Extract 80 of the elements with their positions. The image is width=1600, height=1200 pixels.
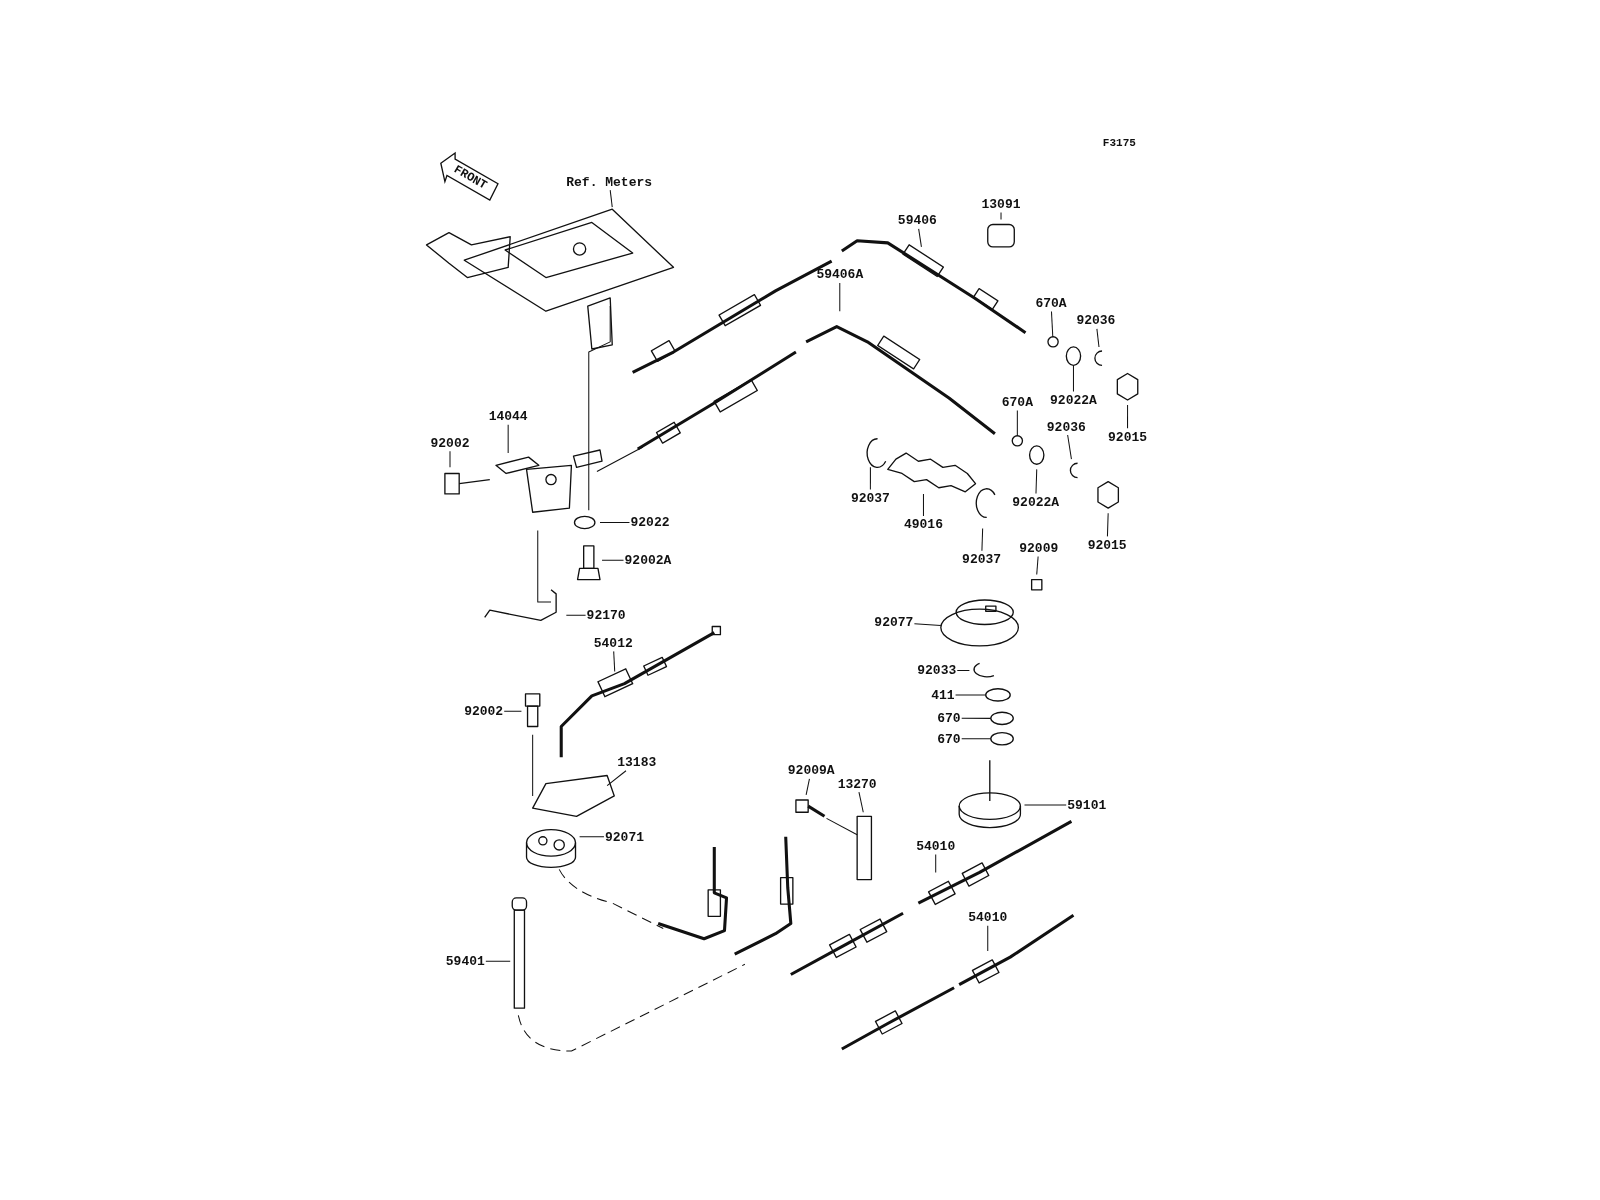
callout-number: 92077 (874, 614, 914, 630)
washer (1065, 346, 1082, 366)
callout-number: 670A (1001, 394, 1033, 410)
leader-line (1072, 364, 1074, 392)
o-ring (990, 732, 1014, 746)
o-ring (990, 711, 1014, 726)
leader-line (1036, 555, 1039, 575)
washer (985, 688, 1011, 702)
callout-number: 14044 (488, 408, 528, 424)
leader-line (1035, 468, 1038, 494)
leader-line (485, 960, 511, 962)
leader-line (507, 424, 509, 454)
leader-line (961, 717, 992, 719)
callout-number: 92033 (917, 662, 957, 678)
leader-line (1106, 512, 1109, 537)
leader-line (609, 189, 613, 208)
callout-number: 92002 (464, 703, 504, 719)
callout-number: 54010 (968, 909, 1008, 925)
leader-line (961, 738, 992, 740)
callout-number: 670 (937, 710, 961, 726)
callout-number: 49016 (903, 517, 943, 532)
leader-line (1050, 311, 1054, 338)
leader-line (606, 770, 627, 787)
callout-number: 92009A (787, 762, 835, 778)
callout-number: 13183 (617, 754, 657, 770)
figure-code: F3175 (1102, 135, 1136, 151)
callout-number: 92022 (630, 514, 670, 530)
leader-line (1096, 328, 1100, 348)
callout-number: 92036 (1046, 419, 1086, 434)
callout-number: 92071 (605, 829, 644, 845)
callout-number: 13091 (981, 196, 1021, 212)
callout-number: 92009 (1019, 540, 1059, 556)
leader-line (981, 528, 984, 552)
leader-line (449, 450, 451, 468)
leader-line (601, 559, 625, 561)
callout-number: 59101 (1067, 797, 1107, 813)
leader-line (839, 282, 841, 312)
leader-line (503, 710, 522, 712)
callout-number: 92170 (586, 607, 626, 623)
callout-number: 92002A (624, 552, 672, 568)
leader-line (858, 791, 864, 813)
callout-number: 670 (937, 731, 961, 747)
leader-line (1127, 404, 1129, 429)
callout-number: 59401 (445, 953, 485, 969)
callout-number: 92015 (1087, 537, 1127, 553)
callout-number: 92037 (962, 551, 1002, 567)
leader-line (1024, 804, 1067, 806)
leader-line (956, 669, 970, 671)
o-ring (1011, 435, 1024, 447)
leader-line (1067, 434, 1072, 460)
callout-number: 13270 (837, 776, 877, 792)
callout-number: 59406A (816, 267, 864, 282)
leader-line (918, 228, 922, 248)
callout-number: 54010 (916, 838, 956, 854)
callout-number: 92015 (1108, 429, 1148, 445)
leader-line (987, 925, 989, 952)
callout-number: 92022A (1050, 392, 1097, 408)
callout-number: 59406 (897, 212, 937, 228)
cable-fitting (597, 667, 634, 698)
callout-number: 411 (931, 687, 955, 703)
callout-number: Ref. Meters (566, 174, 653, 190)
callout-number: 92002 (430, 435, 470, 451)
callout-number: 670A (1035, 295, 1067, 311)
callout-number: 92036 (1076, 312, 1116, 328)
leader-line (805, 778, 810, 796)
callout-number: 92022A (1012, 494, 1060, 510)
o-ring (1047, 336, 1059, 348)
leader-line (613, 650, 616, 673)
callout-number: 54012 (593, 635, 633, 651)
leader-line (579, 836, 605, 838)
leader-line (869, 466, 871, 490)
leader-line (935, 853, 937, 873)
leader-line (1016, 410, 1018, 437)
leader-line (913, 623, 942, 626)
leader-line (1000, 212, 1002, 220)
leader-line (955, 694, 987, 696)
leader-line (922, 493, 924, 517)
leader-line (565, 614, 587, 616)
leader-line (599, 521, 630, 523)
callout-number: 92037 (850, 490, 890, 506)
